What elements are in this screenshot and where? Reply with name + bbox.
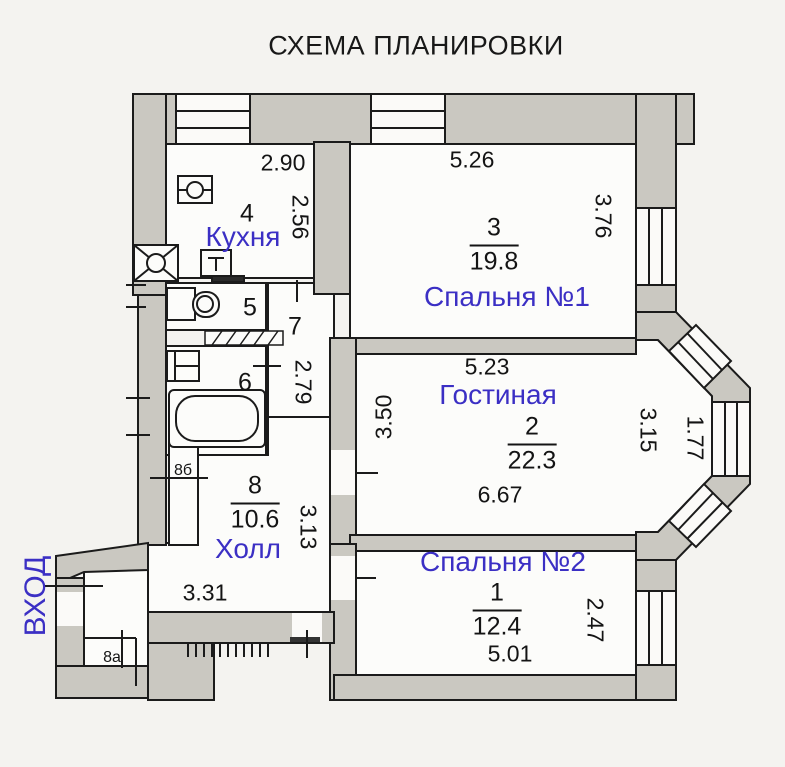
room-number-kitchen: 4 bbox=[240, 199, 254, 228]
vent-fan-icon bbox=[133, 244, 179, 282]
window-bedroom2-right bbox=[635, 590, 677, 666]
kitchen-sink-icon bbox=[177, 175, 213, 204]
room-area-hall: 10.6 bbox=[230, 505, 280, 533]
window-bedroom1-right bbox=[635, 207, 677, 286]
room-number-bedroom2: 1 bbox=[472, 579, 522, 611]
bathtub-icon bbox=[168, 389, 266, 448]
room-number-closet-8b: 8б bbox=[173, 462, 193, 479]
room-area-bedroom2: 12.4 bbox=[472, 612, 522, 640]
stove-icon bbox=[200, 249, 245, 283]
fixtures bbox=[133, 175, 320, 642]
room-number-wc: 5 bbox=[243, 293, 257, 322]
toilet-icon bbox=[166, 287, 220, 321]
room-number-bathroom: 6 bbox=[238, 368, 252, 397]
wall-bedroom1-living bbox=[349, 337, 637, 355]
washbasin-icon bbox=[166, 350, 200, 382]
room-number-area-bedroom2: 1 12.4 bbox=[472, 579, 522, 641]
room-number-corridor: 7 bbox=[288, 312, 302, 341]
room-number-living: 2 bbox=[507, 413, 557, 445]
room-number-area-hall: 8 10.6 bbox=[230, 472, 280, 534]
window-bay-right bbox=[711, 401, 751, 477]
room-name-bedroom1: Спальня №1 bbox=[424, 281, 590, 312]
page-title: СХЕМА ПЛАНИРОВКИ bbox=[268, 30, 564, 61]
dim-hall-height: 3.13 bbox=[295, 504, 322, 550]
dim-bedroom2-bottom: 5.01 bbox=[487, 640, 533, 667]
wall-left-mid bbox=[137, 294, 167, 546]
dim-bedroom2-height: 2.47 bbox=[582, 597, 609, 643]
hatched-strip bbox=[204, 330, 284, 346]
dim-kitchen-width: 2.90 bbox=[260, 149, 306, 176]
door-ticks bbox=[43, 280, 378, 686]
wall-living-left bbox=[329, 337, 357, 545]
dim-bedroom1-height: 3.76 bbox=[590, 193, 617, 239]
room-bedroom1 bbox=[349, 141, 637, 347]
dim-living-right: 3.15 bbox=[635, 407, 662, 453]
windows bbox=[57, 93, 751, 666]
wall-bedroom2-bottom bbox=[333, 674, 677, 701]
dim-hall-bottom: 3.31 bbox=[182, 579, 228, 606]
stair-comb-ticks bbox=[187, 643, 269, 657]
window-bay-upper-diagonal bbox=[667, 323, 733, 390]
room-name-kitchen: Кухня bbox=[205, 221, 281, 252]
window-bay-lower-diagonal bbox=[667, 482, 733, 549]
dim-bedroom1-width: 5.26 bbox=[449, 146, 495, 173]
dim-kitchen-height: 2.56 bbox=[287, 194, 314, 240]
entrance-label: ВХОД bbox=[19, 555, 52, 637]
room-name-bedroom2: Спальня №2 bbox=[420, 546, 586, 577]
room-kitchen bbox=[163, 141, 315, 279]
room-area-living: 22.3 bbox=[507, 446, 557, 474]
room-number-hall: 8 bbox=[230, 472, 280, 504]
room-number-area-bedroom1: 3 19.8 bbox=[469, 214, 519, 276]
wall-entrance-bottom bbox=[55, 665, 149, 699]
room-number-closet-8a: 8а bbox=[103, 649, 121, 666]
room-bedroom2 bbox=[355, 548, 637, 680]
wall-bay-band bbox=[635, 311, 751, 561]
dim-living-bottom: 6.67 bbox=[477, 481, 523, 508]
door-opening-entrance bbox=[57, 592, 83, 626]
hall-door-sill bbox=[290, 637, 320, 642]
dim-corridor-height: 2.79 bbox=[290, 359, 317, 405]
window-top-mid bbox=[370, 93, 446, 145]
dim-living-left: 3.50 bbox=[370, 394, 397, 440]
room-name-hall: Холл bbox=[215, 533, 281, 564]
door-opening-bedroom2 bbox=[331, 556, 355, 600]
wall-kitchen-bedroom1 bbox=[313, 141, 351, 295]
room-name-living: Гостиная bbox=[439, 379, 557, 410]
dim-living-top: 5.23 bbox=[464, 353, 510, 380]
room-number-bedroom1: 3 bbox=[469, 214, 519, 246]
door-opening-living bbox=[331, 450, 355, 495]
window-top-left bbox=[175, 93, 251, 145]
room-area-bedroom1: 19.8 bbox=[469, 247, 519, 275]
dim-living-bay: 1.77 bbox=[682, 415, 709, 461]
room-number-area-living: 2 22.3 bbox=[507, 413, 557, 475]
